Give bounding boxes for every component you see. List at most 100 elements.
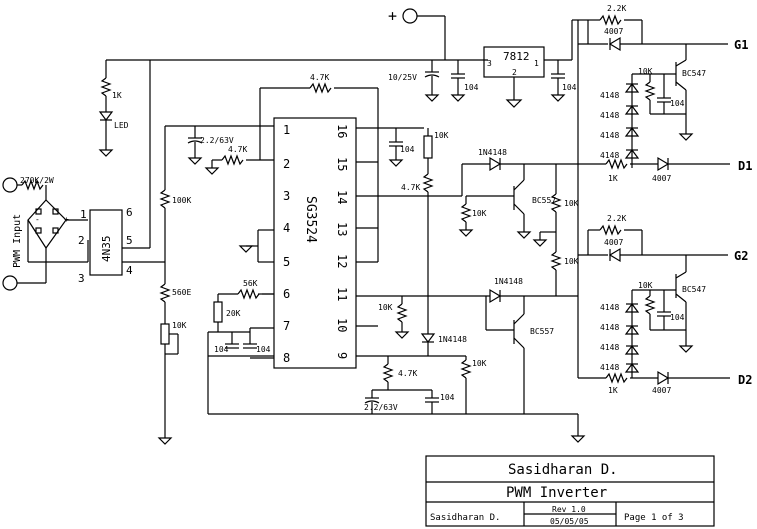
svg-text:4148: 4148 xyxy=(600,111,619,120)
svg-text:15: 15 xyxy=(335,157,349,171)
svg-text:1K: 1K xyxy=(608,174,618,183)
svg-text:10K: 10K xyxy=(564,257,579,266)
g1-label: G1 xyxy=(734,38,748,52)
svg-text:104: 104 xyxy=(400,145,415,154)
svg-text:4148: 4148 xyxy=(600,323,619,332)
plus-symbol: + xyxy=(388,7,397,25)
svg-text:100K: 100K xyxy=(172,196,191,205)
svg-text:4148: 4148 xyxy=(600,303,619,312)
svg-text:1K: 1K xyxy=(608,386,618,395)
svg-text:1N4148: 1N4148 xyxy=(438,335,467,344)
plus-terminal xyxy=(402,8,418,24)
title-name: PWM Inverter xyxy=(506,485,607,501)
svg-text:2: 2 xyxy=(78,234,85,247)
svg-text:BC557: BC557 xyxy=(530,327,554,336)
svg-text:1N4148: 1N4148 xyxy=(478,148,507,157)
svg-text:16: 16 xyxy=(335,124,349,138)
svg-text:10K: 10K xyxy=(472,359,487,368)
svg-text:3: 3 xyxy=(487,59,492,68)
title-block: Sasidharan D. PWM Inverter Sasidharan D.… xyxy=(425,455,715,527)
svg-text:1N4148: 1N4148 xyxy=(494,277,523,286)
svg-text:14: 14 xyxy=(335,190,349,204)
svg-text:4.7K: 4.7K xyxy=(398,369,417,378)
feedback-divider: 100K 560E 10K xyxy=(157,125,250,445)
svg-text:104: 104 xyxy=(670,99,685,108)
svg-text:4.7K: 4.7K xyxy=(401,183,420,192)
d2-label: D2 xyxy=(738,373,752,387)
ic-sg3524: SG3524 1 2 3 4 5 6 7 8 16 15 14 13 12 11… xyxy=(187,73,586,443)
svg-text:7812: 7812 xyxy=(503,50,530,63)
title-page: Page 1 of 3 xyxy=(624,513,684,523)
svg-text:4007: 4007 xyxy=(604,238,623,247)
title-author: Sasidharan D. xyxy=(508,462,618,478)
svg-text:7: 7 xyxy=(283,319,290,333)
svg-text:10K: 10K xyxy=(638,67,653,76)
svg-text:4: 4 xyxy=(126,264,133,277)
svg-text:5: 5 xyxy=(283,255,290,269)
svg-text:4148: 4148 xyxy=(600,131,619,140)
supply-section: + 7812 3 1 2 10/25V 104 xyxy=(105,7,588,248)
svg-text:10K: 10K xyxy=(378,303,393,312)
led-branch: 1K LED xyxy=(98,77,129,157)
svg-text:SG3524: SG3524 xyxy=(303,196,318,243)
svg-text:3: 3 xyxy=(283,189,290,203)
svg-text:6: 6 xyxy=(126,206,133,219)
svg-text:5: 5 xyxy=(126,234,133,247)
svg-text:9: 9 xyxy=(335,352,349,359)
svg-text:2.2K: 2.2K xyxy=(607,214,626,223)
d1-label: D1 xyxy=(738,159,752,173)
svg-text:4N35: 4N35 xyxy=(100,236,113,263)
svg-text:12: 12 xyxy=(335,254,349,268)
title-date: 05/05/05 xyxy=(550,517,589,526)
svg-text:10K: 10K xyxy=(564,199,579,208)
svg-text:560E: 560E xyxy=(172,288,191,297)
input-section: PWM Input 270K/2W - + 4N35 1 2 3 4 5 6 xyxy=(2,176,165,291)
svg-text:104: 104 xyxy=(214,345,229,354)
svg-text:2.2K: 2.2K xyxy=(607,4,626,13)
svg-text:LED: LED xyxy=(114,121,129,130)
svg-text:4007: 4007 xyxy=(604,27,623,36)
svg-text:104: 104 xyxy=(670,313,685,322)
svg-text:10K: 10K xyxy=(638,281,653,290)
svg-text:1: 1 xyxy=(283,123,290,137)
svg-text:2.2/63V: 2.2/63V xyxy=(364,403,398,412)
svg-text:8: 8 xyxy=(283,351,290,365)
svg-text:20K: 20K xyxy=(226,309,241,318)
pwm-input-label: PWM Input xyxy=(12,214,23,268)
svg-text:4148: 4148 xyxy=(600,151,619,160)
svg-text:10K: 10K xyxy=(472,209,487,218)
svg-text:4007: 4007 xyxy=(652,174,671,183)
svg-text:6: 6 xyxy=(283,287,290,301)
svg-text:13: 13 xyxy=(335,222,349,236)
svg-text:2: 2 xyxy=(512,68,517,77)
svg-text:BC557: BC557 xyxy=(532,196,556,205)
svg-text:1K: 1K xyxy=(112,91,122,100)
driver-section: 1N4148 10K BC557 10K 10K 1N4148 xyxy=(428,20,579,414)
title-author-small: Sasidharan D. xyxy=(430,513,500,523)
svg-text:270K/2W: 270K/2W xyxy=(20,176,54,185)
svg-text:10K: 10K xyxy=(434,131,449,140)
svg-text:56K: 56K xyxy=(243,279,258,288)
gate-drive-1: 2.2K 4007 G1 BC547 10K 104 xyxy=(578,4,752,183)
gate-drive-2: 2.2K 4007 G2 BC547 10K 104 xyxy=(577,214,752,395)
svg-text:1: 1 xyxy=(80,208,87,221)
svg-text:BC547: BC547 xyxy=(682,285,706,294)
svg-text:1: 1 xyxy=(534,59,539,68)
svg-text:BC547: BC547 xyxy=(682,69,706,78)
svg-text:104: 104 xyxy=(256,345,271,354)
svg-text:104: 104 xyxy=(464,83,479,92)
svg-text:4.7K: 4.7K xyxy=(228,145,247,154)
title-rev: Rev 1.0 xyxy=(552,505,586,514)
svg-text:4: 4 xyxy=(283,221,290,235)
svg-text:11: 11 xyxy=(335,287,349,301)
pwm-input-terminal-top xyxy=(2,177,18,193)
svg-text:10: 10 xyxy=(335,318,349,332)
optocoupler-4n35 xyxy=(89,209,123,276)
svg-text:4007: 4007 xyxy=(652,386,671,395)
svg-text:4148: 4148 xyxy=(600,363,619,372)
g2-label: G2 xyxy=(734,249,748,263)
svg-text:104: 104 xyxy=(440,393,455,402)
svg-text:10/25V: 10/25V xyxy=(388,73,417,82)
svg-text:4.7K: 4.7K xyxy=(310,73,329,82)
